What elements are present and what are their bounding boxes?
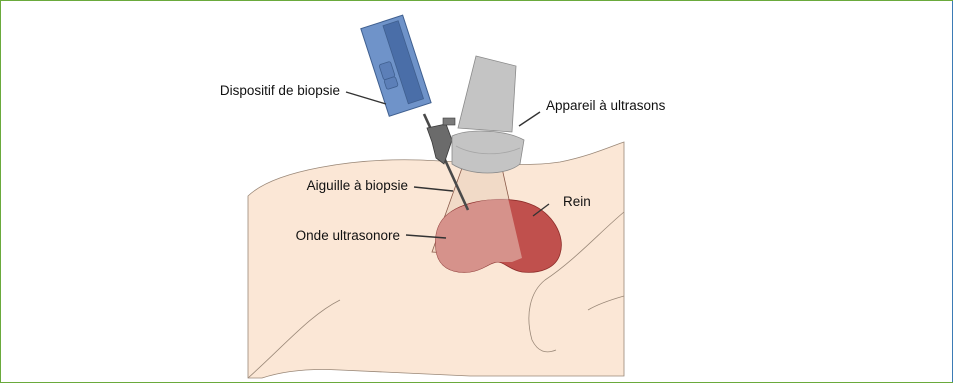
- patient-body: [248, 142, 624, 378]
- leader-ultrasound-device: [519, 112, 540, 126]
- label-ultrasound-wave: Onde ultrasonore: [296, 228, 400, 243]
- needle-guide: [427, 124, 452, 164]
- guide-clip: [443, 118, 455, 125]
- label-biopsy-needle: Aiguille à biopsie: [307, 178, 408, 193]
- label-kidney: Rein: [563, 194, 591, 209]
- leader-biopsy-device: [346, 92, 386, 104]
- label-biopsy-device: Dispositif de biopsie: [220, 83, 340, 98]
- biopsy-device: [361, 15, 431, 116]
- ultrasound-probe-handle: [458, 56, 516, 132]
- label-ultrasound-device: Appareil à ultrasons: [546, 98, 666, 113]
- ultrasound-probe-head: [452, 131, 524, 173]
